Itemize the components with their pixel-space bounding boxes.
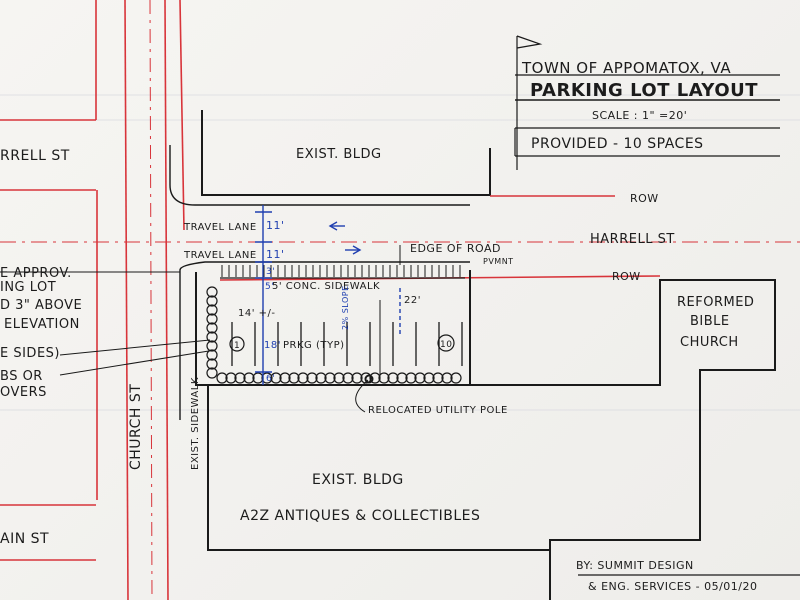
existing-building-top: EXIST. BLDG <box>296 147 382 162</box>
shrub <box>360 372 372 384</box>
shrub <box>441 372 453 384</box>
shrub <box>297 372 309 384</box>
space-number-1: 1 <box>234 341 240 351</box>
space-number-10: 10 <box>440 340 452 350</box>
shrub <box>225 372 237 384</box>
shrub <box>206 358 218 370</box>
shrub <box>206 286 218 298</box>
shrub <box>270 372 282 384</box>
shrub <box>324 372 336 384</box>
shrub <box>206 304 218 316</box>
street-main: AIN ST <box>0 531 49 547</box>
sidewalk-label: 5' CONC. SIDEWALK <box>272 281 380 292</box>
left-note-6: BS OR <box>0 369 43 384</box>
parking-stall-stripes <box>231 322 463 366</box>
shrub <box>279 372 291 384</box>
shrub <box>378 372 390 384</box>
shrub <box>423 372 435 384</box>
left-note-7: OVERS <box>0 385 47 400</box>
shrub <box>450 372 462 384</box>
black-linework <box>169 110 776 600</box>
left-note-2: ING LOT <box>0 280 56 295</box>
street-church: CHURCH ST <box>128 384 144 470</box>
shrub <box>315 372 327 384</box>
dim-lane-2: 11' <box>266 248 285 261</box>
sidewalk-hatching <box>221 265 461 277</box>
dim-lane-1: 11' <box>266 219 285 232</box>
shrub <box>206 367 218 379</box>
relocated-pole-label: RELOCATED UTILITY POLE <box>368 405 508 416</box>
scale-note: SCALE : 1" =20' <box>592 109 687 122</box>
left-notes: E APPROV. ING LOT D 3" ABOVE ELEVATION E… <box>0 266 82 400</box>
shrub <box>306 372 318 384</box>
shrub <box>234 372 246 384</box>
shrub <box>261 372 273 384</box>
travel-lane-label-2: TRAVEL LANE <box>183 250 257 261</box>
left-note-4: ELEVATION <box>4 317 80 332</box>
dim-5ft: 5' <box>265 282 274 292</box>
shrub <box>396 372 408 384</box>
street-harrell-right: HARRELL ST <box>590 232 675 247</box>
shrub <box>206 340 218 352</box>
paper-ruling <box>0 94 800 411</box>
leader-lines <box>0 195 615 413</box>
dim-22ft: 22' <box>404 295 421 306</box>
existing-building-bottom: EXIST. BLDG <box>312 472 404 488</box>
shrub <box>206 313 218 325</box>
dim-6ft: 6' <box>266 374 275 384</box>
shrub <box>288 372 300 384</box>
sheet-title: PARKING LOT LAYOUT <box>530 80 758 101</box>
title-block-lines <box>514 35 800 576</box>
row-label-top: ROW <box>630 192 659 205</box>
blue-dimension-lines <box>255 205 401 385</box>
shrub <box>243 372 255 384</box>
travel-lane-label-1: TRAVEL LANE <box>183 222 257 233</box>
left-note-3: D 3" ABOVE <box>0 298 82 313</box>
church-line-1: REFORMED <box>677 295 754 310</box>
left-note-1: E APPROV. <box>0 266 72 281</box>
space-10-circle <box>437 334 455 352</box>
slope-note: 2% SLOPE <box>341 285 350 330</box>
shrub <box>206 322 218 334</box>
shrub <box>342 372 354 384</box>
town-name: TOWN OF APPOMATOX, VA <box>521 59 731 77</box>
street-harrell-left: RRELL ST <box>0 148 70 164</box>
pavement-label: PVMNT <box>483 257 514 266</box>
shrub <box>405 372 417 384</box>
church-line-2: BIBLE <box>690 314 730 329</box>
shrub <box>414 372 426 384</box>
dim-14ft: 14' +/- <box>238 308 276 319</box>
existing-sidewalk-label: EXIST. SIDEWALK <box>190 377 201 470</box>
dim-3ft: 3' <box>266 267 275 277</box>
shrub <box>432 372 444 384</box>
provided-spaces: PROVIDED - 10 SPACES <box>531 136 704 152</box>
credit-line-1: BY: SUMMIT DESIGN <box>576 559 694 572</box>
utility-pole <box>364 374 374 384</box>
space-1-circle <box>229 336 245 352</box>
antiques-store: A2Z ANTIQUES & COLLECTIBLES <box>240 508 480 524</box>
shrub <box>206 295 218 307</box>
parking-label: PRKG (TYP) <box>283 340 345 351</box>
credit-line-2: & ENG. SERVICES - 05/01/20 <box>588 580 758 593</box>
shrub <box>206 331 218 343</box>
landscape-shrubs <box>206 286 462 384</box>
dim-18ft: 18' <box>264 340 281 351</box>
church-line-3: CHURCH <box>680 335 739 350</box>
row-label-bottom: ROW <box>612 270 641 283</box>
shrub <box>387 372 399 384</box>
shrub <box>333 372 345 384</box>
shrub <box>216 372 228 384</box>
shrub <box>351 372 363 384</box>
edge-of-road-label: EDGE OF ROAD <box>410 242 501 255</box>
left-note-5: E SIDES) <box>0 346 60 361</box>
